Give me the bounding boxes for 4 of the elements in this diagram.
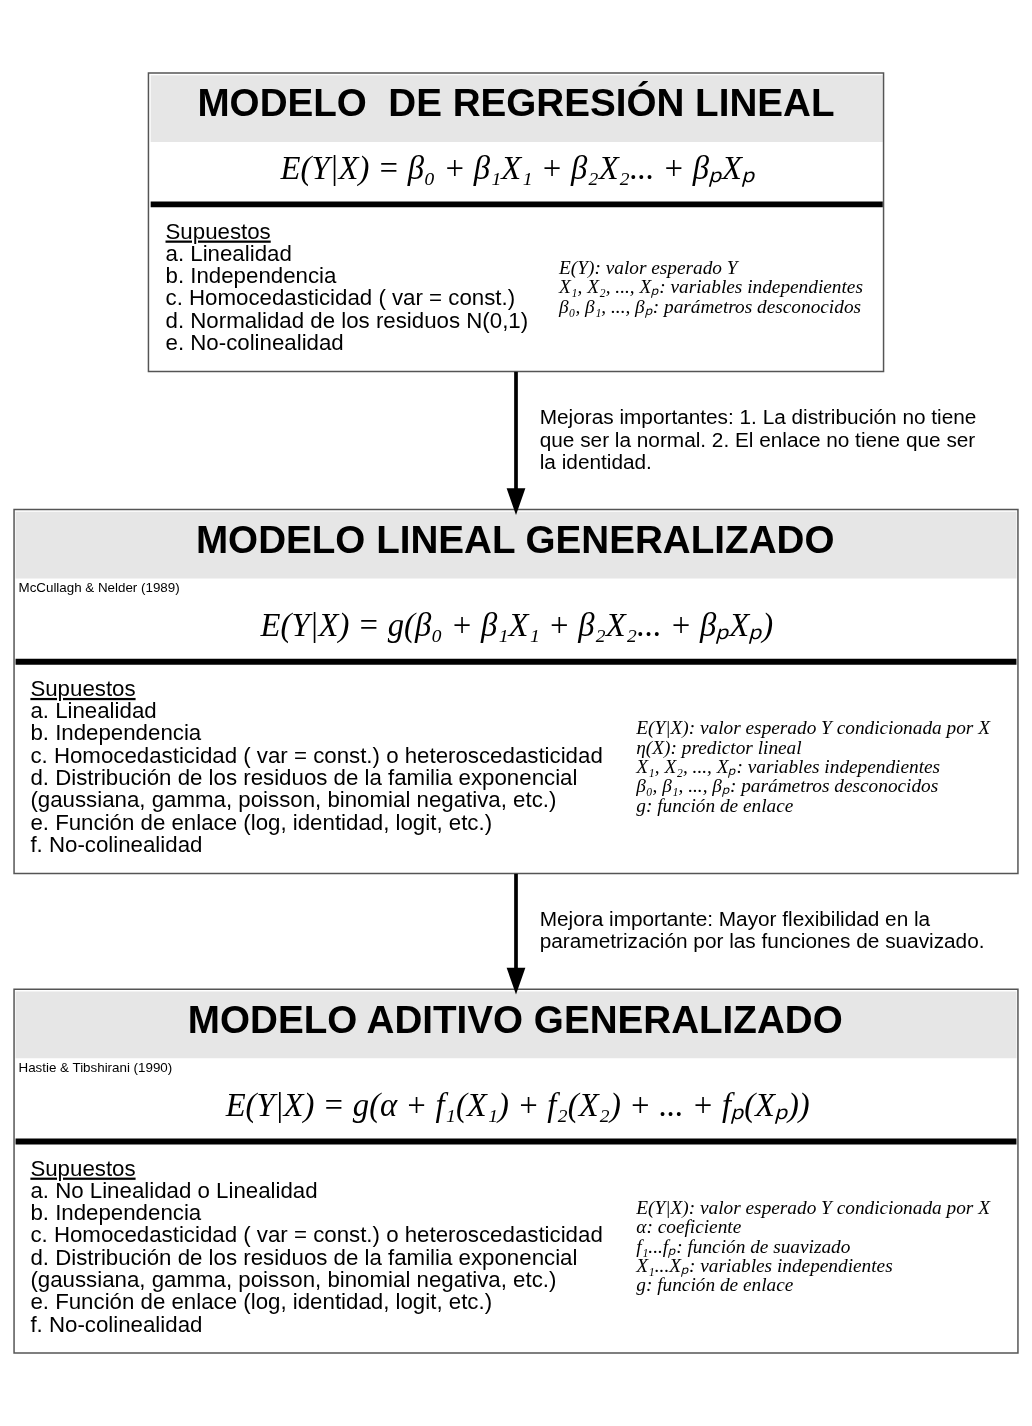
edge-label: Mejoras importantes: 1. La distribución no tiene que ser la normal. 2. El enlace no tiene que ser la identidad. — [539, 405, 977, 474]
arrow — [506, 873, 526, 995]
edge-label: Mejora importante: Mayor flexibilidad en la parametrización por las funciones de suavizado. — [539, 906, 985, 952]
arrow — [506, 371, 526, 516]
